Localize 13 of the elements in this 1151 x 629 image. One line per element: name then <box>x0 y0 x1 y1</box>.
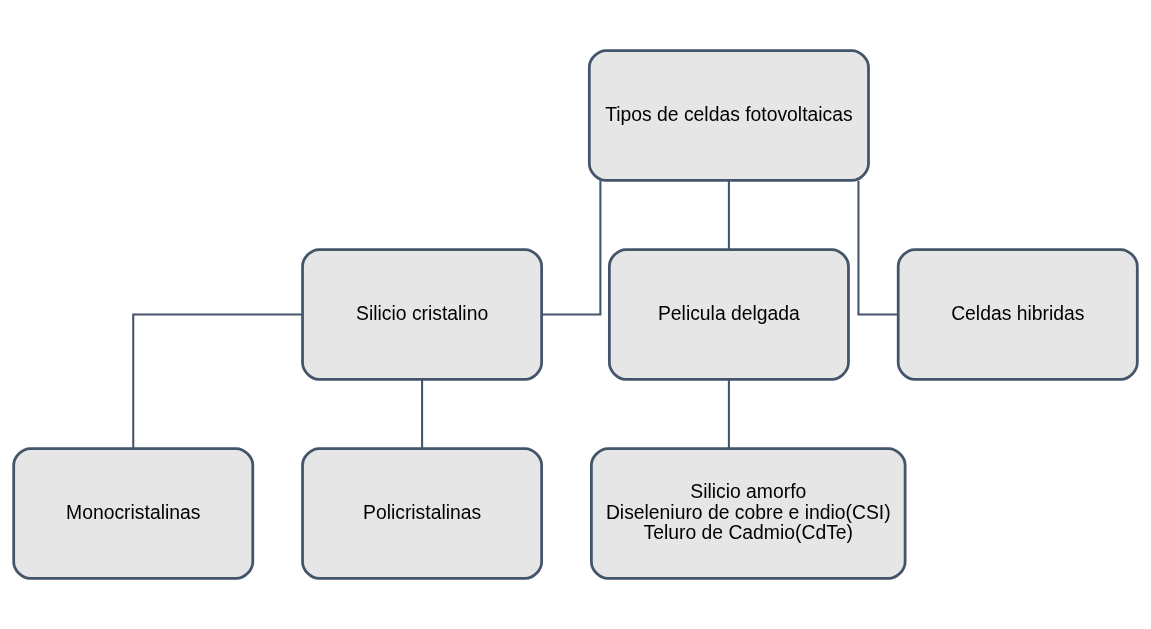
node-box: Pelicula delgada <box>608 248 850 381</box>
connector <box>727 379 730 449</box>
connector <box>421 379 424 449</box>
connector <box>857 180 898 316</box>
node-box: Celdas hibridas <box>896 248 1139 381</box>
node-box: Monocristalinas <box>12 447 255 580</box>
connector <box>727 180 730 250</box>
node-box: Policristalinas <box>301 447 543 580</box>
node-box: Silicio amorfo Diseleniuro de cobre e indio(CSI) Teluro de Cadmio(CdTe) <box>590 447 907 580</box>
node-box: Tipos de celdas fotovoltaicas <box>587 49 870 182</box>
connector <box>542 180 602 316</box>
node-box: Silicio cristalino <box>301 248 543 381</box>
connector <box>132 313 303 449</box>
